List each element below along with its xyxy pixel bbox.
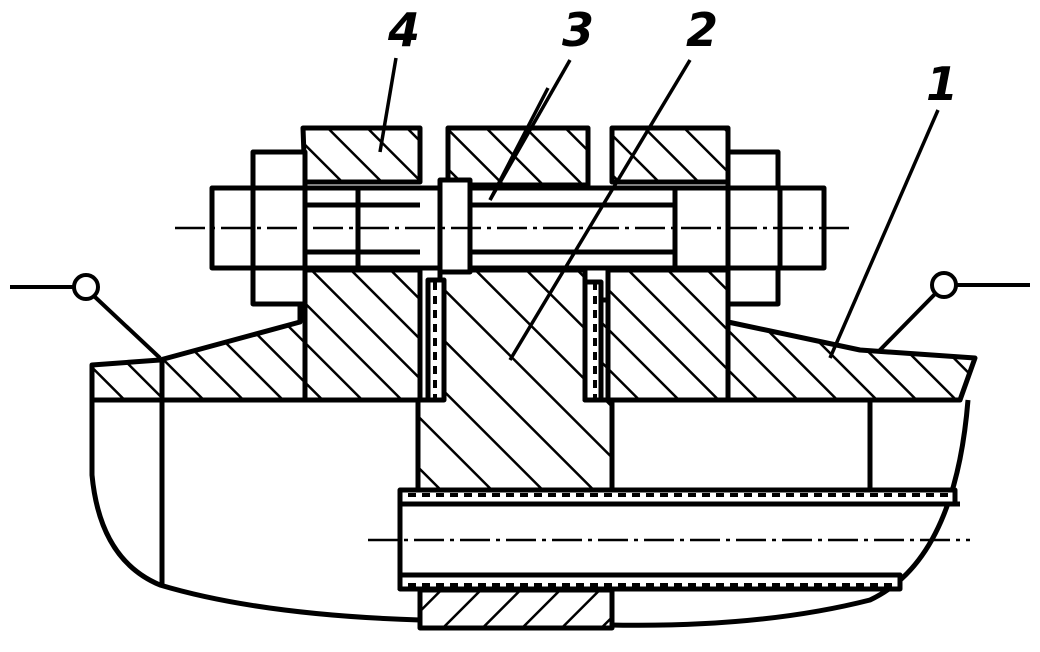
bolt-collar [437,177,473,275]
label-part-4: 4 [387,3,420,57]
left-flange [300,125,423,185]
left-flange-neck [302,267,423,403]
right-flange-neck [605,267,731,403]
leader-4 [378,57,398,153]
left-weld-symbol-icon [72,273,100,301]
right-weld-symbol-icon [930,271,958,299]
leader-1 [828,109,940,359]
left-gasket [425,277,447,403]
leader-3b [488,87,550,201]
right-flange [609,125,731,185]
label-part-1: 1 [926,57,958,111]
center-block-top [445,125,591,188]
right-gasket [582,279,604,403]
label-part-2: 2 [686,3,718,57]
leader-2 [508,59,692,361]
left-pipe-outline [89,400,611,628]
label-part-3: 3 [562,3,594,57]
lower-plate [417,587,615,631]
